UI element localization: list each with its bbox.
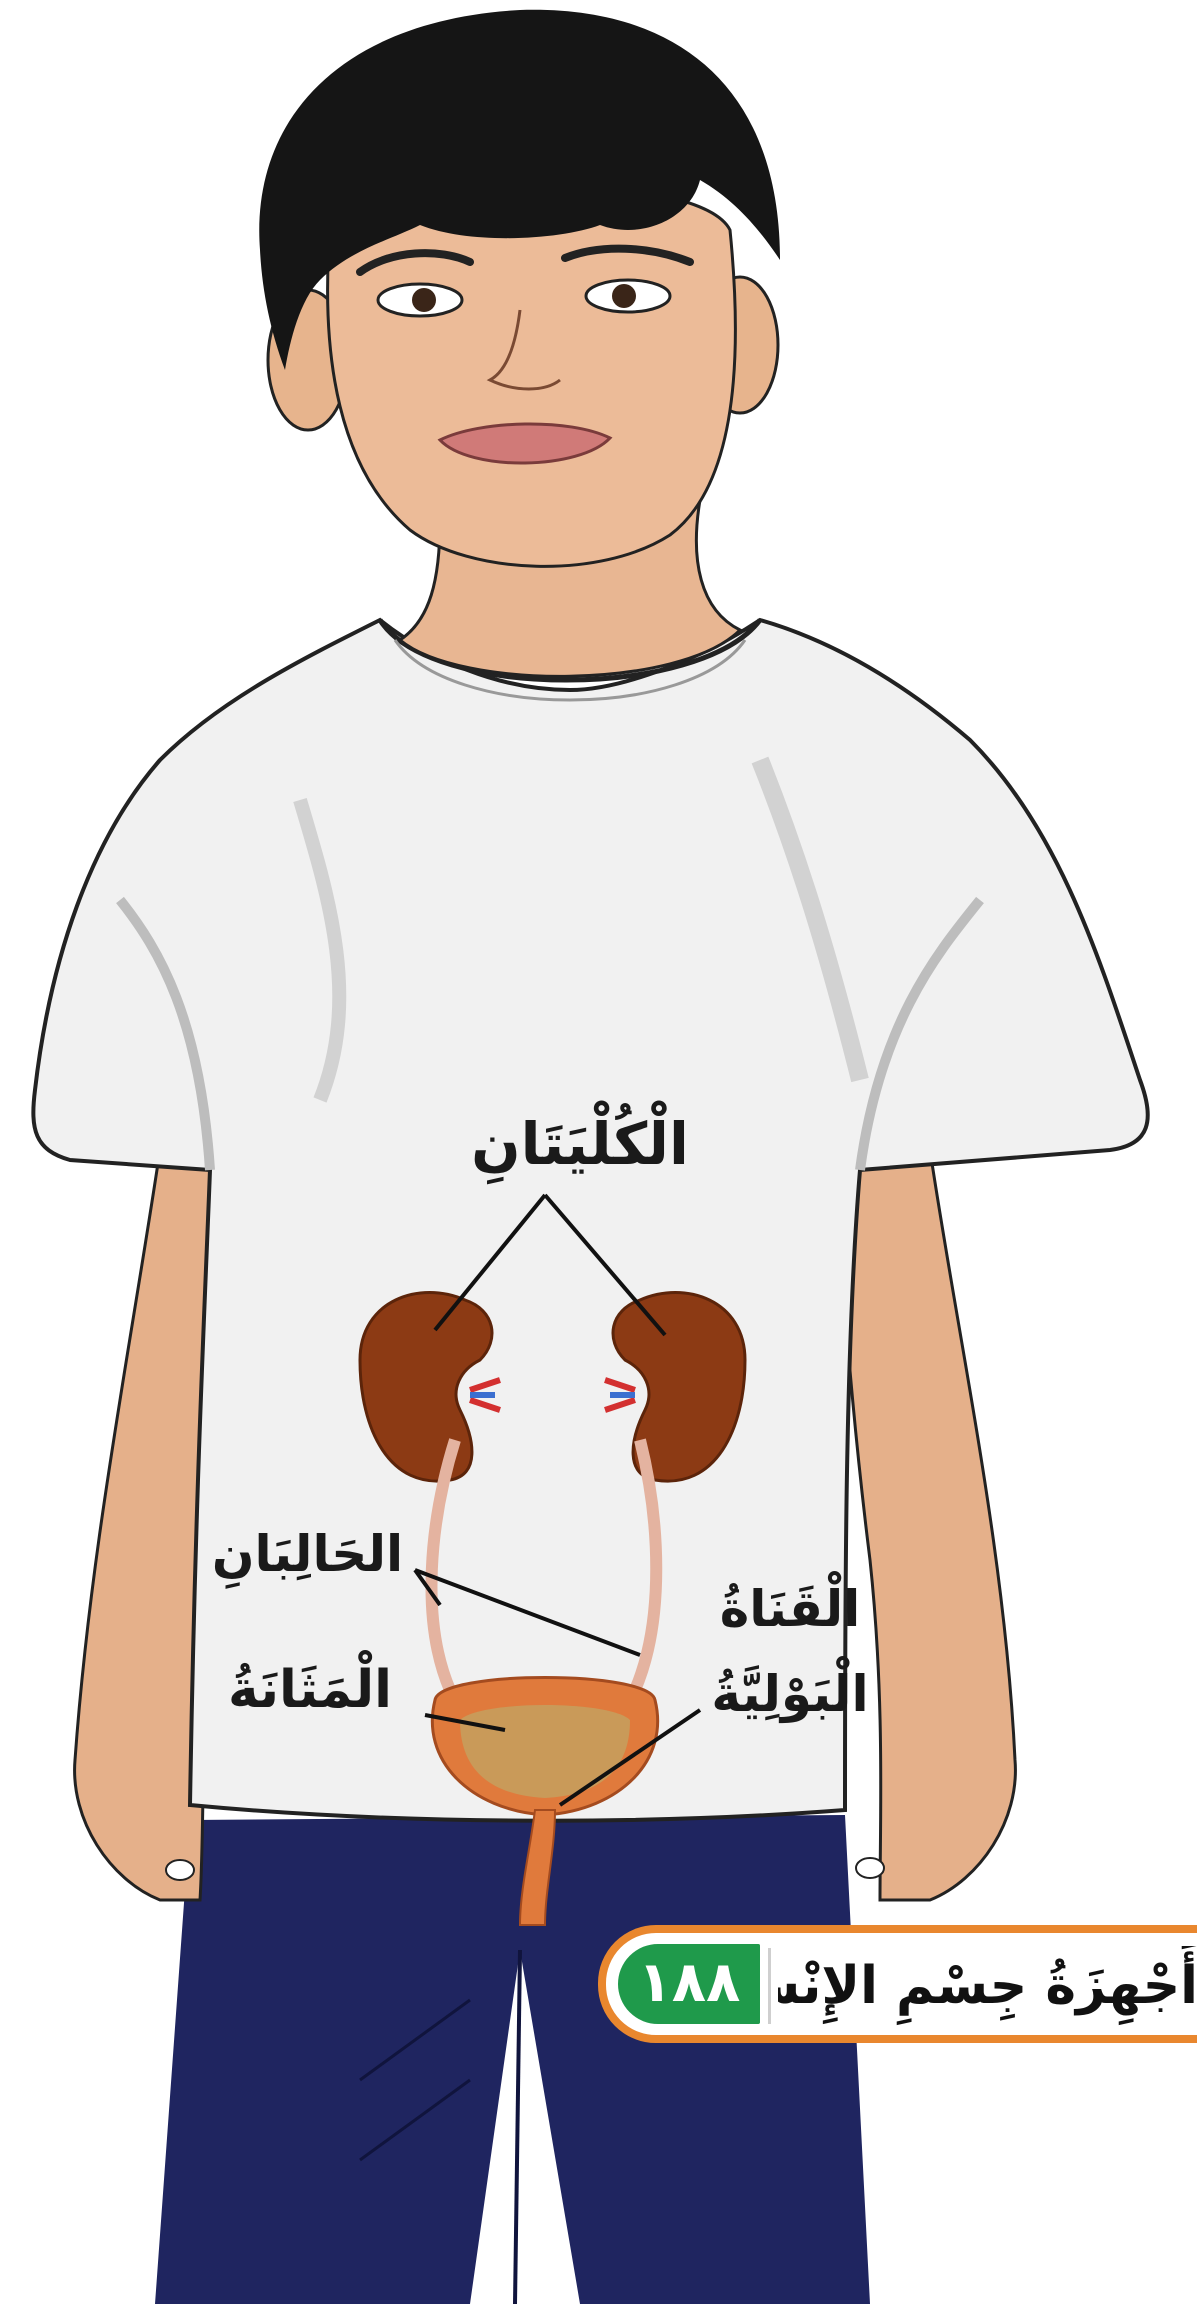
label-bladder: الْمَثَانَةُ (205, 1660, 415, 1720)
label-ureters: الحَالِبَانِ (190, 1525, 425, 1583)
label-kidneys: الْكُلْيَتَانِ (455, 1110, 705, 1178)
footer-divider (768, 1948, 771, 2024)
label-urethra-line2: الْبَوْلِيَّةُ (705, 1665, 875, 1723)
face (328, 185, 736, 566)
pants (155, 1815, 870, 2304)
chapter-title: أَجْهِزَةُ جِسْمِ الإِنْسَانِ (778, 1946, 1197, 2026)
page-number: ١٨٨ (614, 1940, 764, 2028)
label-urethra-line1: الْقَنَاةُ (705, 1580, 875, 1638)
